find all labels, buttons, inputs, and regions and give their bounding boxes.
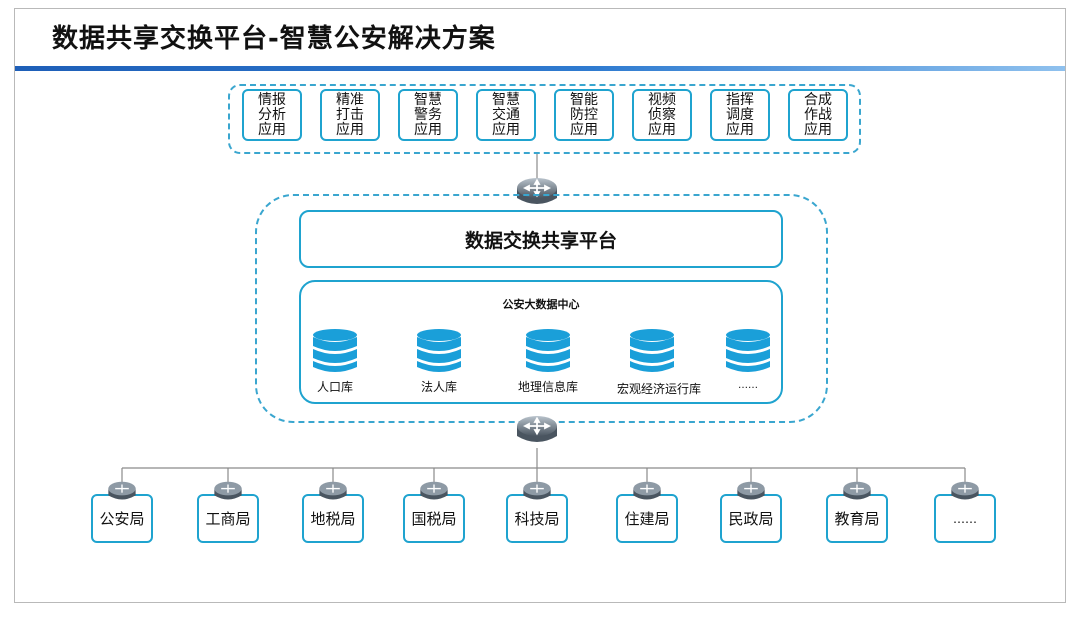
- database-label-more: ……: [738, 380, 758, 391]
- app-label: 智能 防控 应用: [570, 91, 598, 138]
- database-label-geographic: 地理信息库: [517, 380, 578, 394]
- bureau-label: ……: [953, 511, 977, 526]
- database-label-legal-entity: 法人库: [420, 380, 457, 394]
- app-label: 精准 打击 应用: [336, 91, 364, 138]
- bureau-label: 公安局: [99, 510, 145, 528]
- bureau-label: 教育局: [834, 510, 880, 528]
- router-icon: [214, 481, 242, 500]
- big-data-center-box: 公安大数据中心 人口库 法人库 地理信息库: [299, 280, 783, 404]
- bureau-label: 科技局: [514, 510, 560, 528]
- bureau-industry-commerce-box: 工商局: [197, 494, 259, 543]
- bureau-civil-affairs-box: 民政局: [720, 494, 782, 543]
- database-icon: [630, 329, 674, 372]
- app-label: 视频 侦察 应用: [648, 91, 676, 138]
- app-box-smart-traffic: 智慧 交通 应用: [476, 89, 536, 141]
- database-icon: [313, 329, 357, 372]
- app-label: 智慧 交通 应用: [492, 91, 520, 138]
- router-icon: [951, 481, 979, 500]
- app-label: 智慧 警务 应用: [414, 91, 442, 138]
- app-box-intelligence-analysis: 情报 分析 应用: [242, 89, 302, 141]
- app-box-combined-operations: 合成 作战 应用: [788, 89, 848, 141]
- router-icon: [523, 481, 551, 500]
- database-label-population: 人口库: [316, 380, 353, 394]
- router-icon: [420, 481, 448, 500]
- router-icon: [517, 178, 557, 204]
- app-box-command-dispatch: 指挥 调度 应用: [710, 89, 770, 141]
- router-icon: [319, 481, 347, 500]
- big-data-center-title: 公安大数据中心: [502, 298, 580, 311]
- app-box-precision-strike: 精准 打击 应用: [320, 89, 380, 141]
- bureau-education-box: 教育局: [826, 494, 888, 543]
- page-title: 数据共享交换平台-智慧公安解决方案: [52, 24, 496, 54]
- database-icon: [726, 329, 770, 372]
- bureau-more-box: ……: [934, 494, 996, 543]
- database-icon: [526, 329, 570, 372]
- title-underline-bar: [15, 66, 1065, 71]
- app-label: 指挥 调度 应用: [726, 91, 754, 138]
- app-label: 情报 分析 应用: [258, 91, 286, 138]
- bureau-public-security-box: 公安局: [91, 494, 153, 543]
- application-group-frame: [228, 84, 861, 154]
- app-label: 合成 作战 应用: [804, 91, 832, 138]
- router-icon: [843, 481, 871, 500]
- bureau-label: 住建局: [624, 510, 670, 528]
- router-icon: [633, 481, 661, 500]
- router-icon: [737, 481, 765, 500]
- app-box-smart-prevention: 智能 防控 应用: [554, 89, 614, 141]
- bureau-label: 地税局: [310, 510, 356, 528]
- database-icon: [417, 329, 461, 372]
- router-icon: [108, 481, 136, 500]
- bureau-label: 国税局: [411, 510, 457, 528]
- bureau-local-tax-box: 地税局: [302, 494, 364, 543]
- bureau-housing-construction-box: 住建局: [616, 494, 678, 543]
- database-label-macro-economy: 宏观经济运行库: [616, 382, 701, 396]
- app-box-smart-policing: 智慧 警务 应用: [398, 89, 458, 141]
- bureau-label: 民政局: [728, 510, 774, 528]
- exchange-platform-title: 数据交换共享平台: [464, 229, 617, 252]
- app-box-video-investigation: 视频 侦察 应用: [632, 89, 692, 141]
- bureau-label: 工商局: [205, 510, 251, 528]
- router-icon: [517, 416, 557, 442]
- exchange-platform-box: 数据交换共享平台: [299, 210, 783, 268]
